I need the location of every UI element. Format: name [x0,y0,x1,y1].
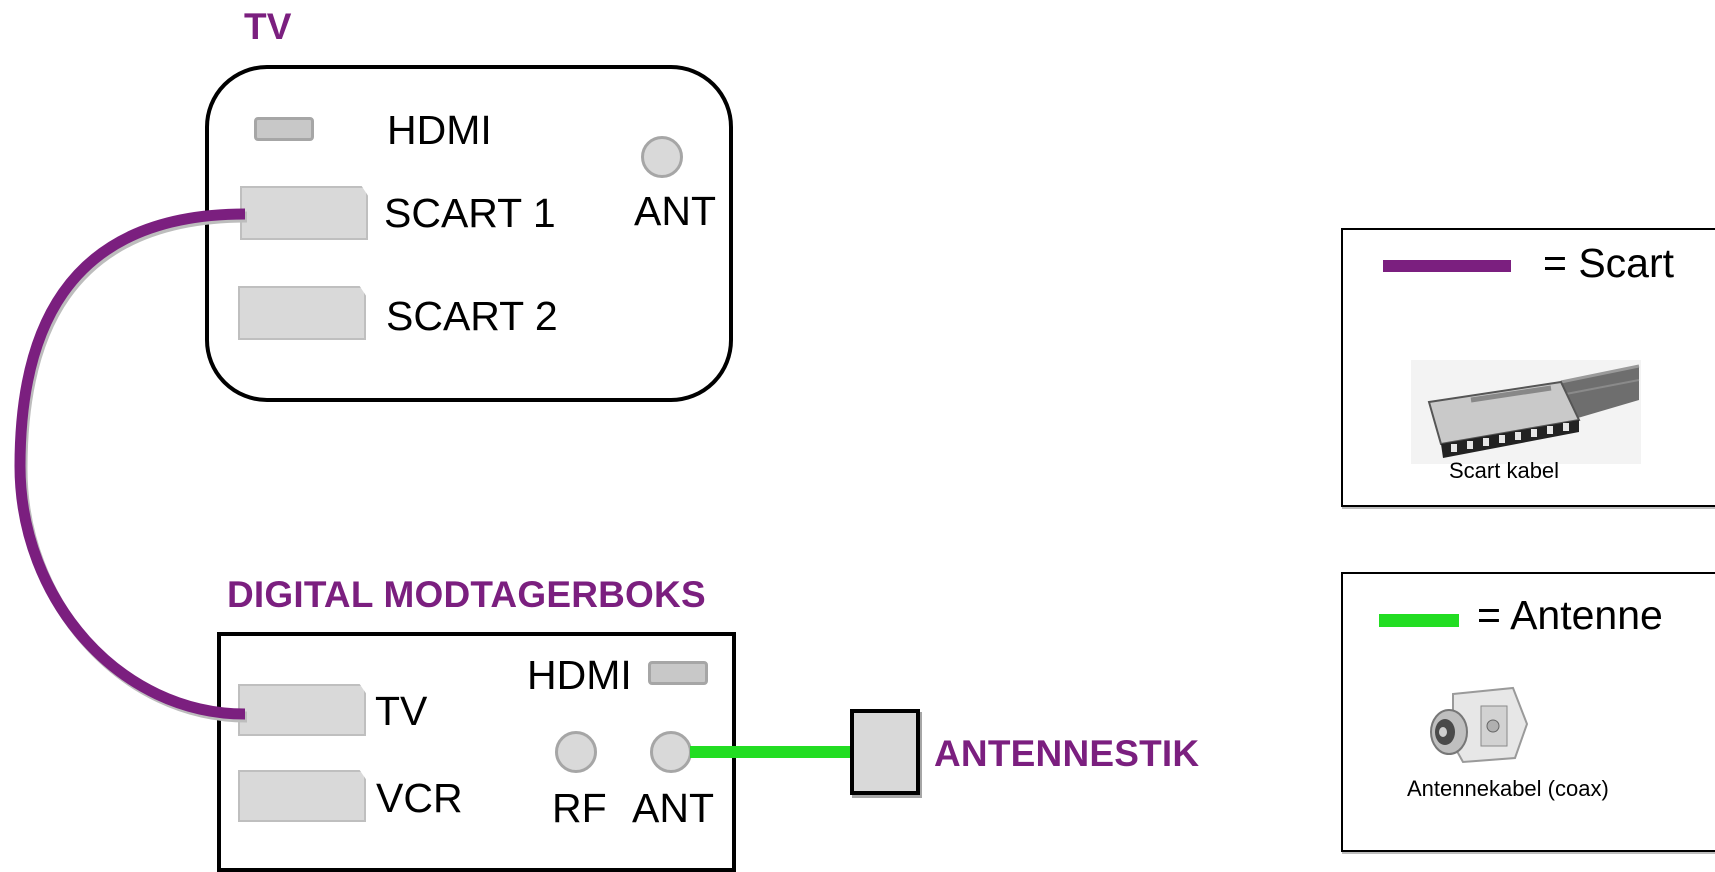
receiver-vcr-port[interactable] [238,770,366,822]
legend-scart-caption: Scart kabel [1449,458,1560,483]
scart-cable-shadow [16,211,248,723]
legend-scart-label: = Scart [1543,240,1675,286]
legend-antenna-label: = Antenne [1477,592,1663,638]
legend-antenna-box: = Antenne Antennekabel (coax) [1341,572,1715,852]
receiver-tv-port[interactable] [238,684,366,736]
scart-cable-photo [1411,360,1641,464]
antenna-wall-socket[interactable] [850,709,920,795]
cables-layer [14,208,852,758]
receiver-hdmi-port[interactable] [648,661,708,685]
tv-scart1-label: SCART 1 [384,190,556,236]
receiver-rf-label: RF [552,785,607,831]
receiver-title: DIGITAL MODTAGERBOKS [227,574,706,615]
legend-scart-box: = Scart Scart kabel [1341,228,1715,507]
legend-antenna-swatch [1379,614,1459,627]
tv-scart2-port[interactable] [238,286,366,340]
receiver-hdmi-label: HDMI [527,652,632,698]
coax-plug-photo [1430,686,1529,764]
tv-ant-label: ANT [634,188,716,234]
tv-hdmi-port[interactable] [254,117,314,141]
receiver-vcr-label: VCR [376,775,463,821]
tv-scart1-port[interactable] [240,186,368,240]
tv-title: TV [244,6,292,47]
receiver-tv-label: TV [375,688,428,734]
receiver-ant-label: ANT [632,785,714,831]
tv-hdmi-label: HDMI [387,107,492,153]
legend-scart-swatch [1383,260,1511,272]
legend-antenna-caption: Antennekabel (coax) [1407,776,1609,801]
tv-scart2-label: SCART 2 [386,293,558,339]
receiver-rf-port[interactable] [555,731,597,773]
scart-cable [14,208,246,720]
tv-ant-port[interactable] [641,136,683,178]
wall-socket-label: ANTENNESTIK [934,733,1200,774]
